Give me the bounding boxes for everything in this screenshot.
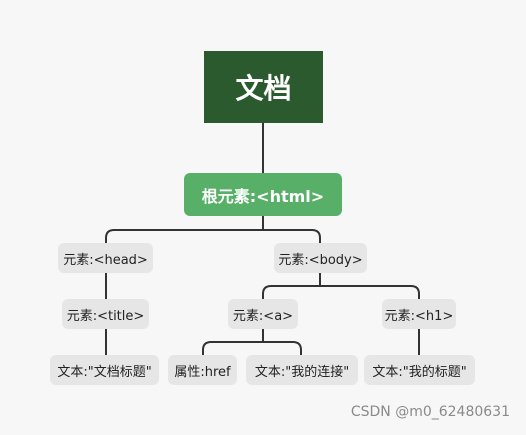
head-element-node: 元素:<head> — [58, 243, 153, 273]
connector-body-children — [262, 273, 420, 299]
connector-html-children — [105, 216, 321, 243]
connector-a-children — [202, 329, 302, 355]
h1-element-node: 元素:<h1> — [382, 299, 456, 329]
html-root-element-node: 根元素:<html> — [184, 173, 342, 216]
watermark: CSDN @m0_62480631 — [350, 404, 510, 420]
link-text-node: 文本:"我的连接" — [246, 355, 358, 385]
href-attribute-node: 属性:href — [168, 355, 237, 385]
document-node: 文档 — [204, 51, 323, 123]
body-element-node: 元素:<body> — [274, 243, 367, 273]
title-element-node: 元素:<title> — [62, 299, 149, 329]
title-text-node: 文本:"文档标题" — [50, 355, 159, 385]
a-element-node: 元素:<a> — [228, 299, 298, 329]
h1-text-node: 文本:"我的标题" — [364, 355, 475, 385]
